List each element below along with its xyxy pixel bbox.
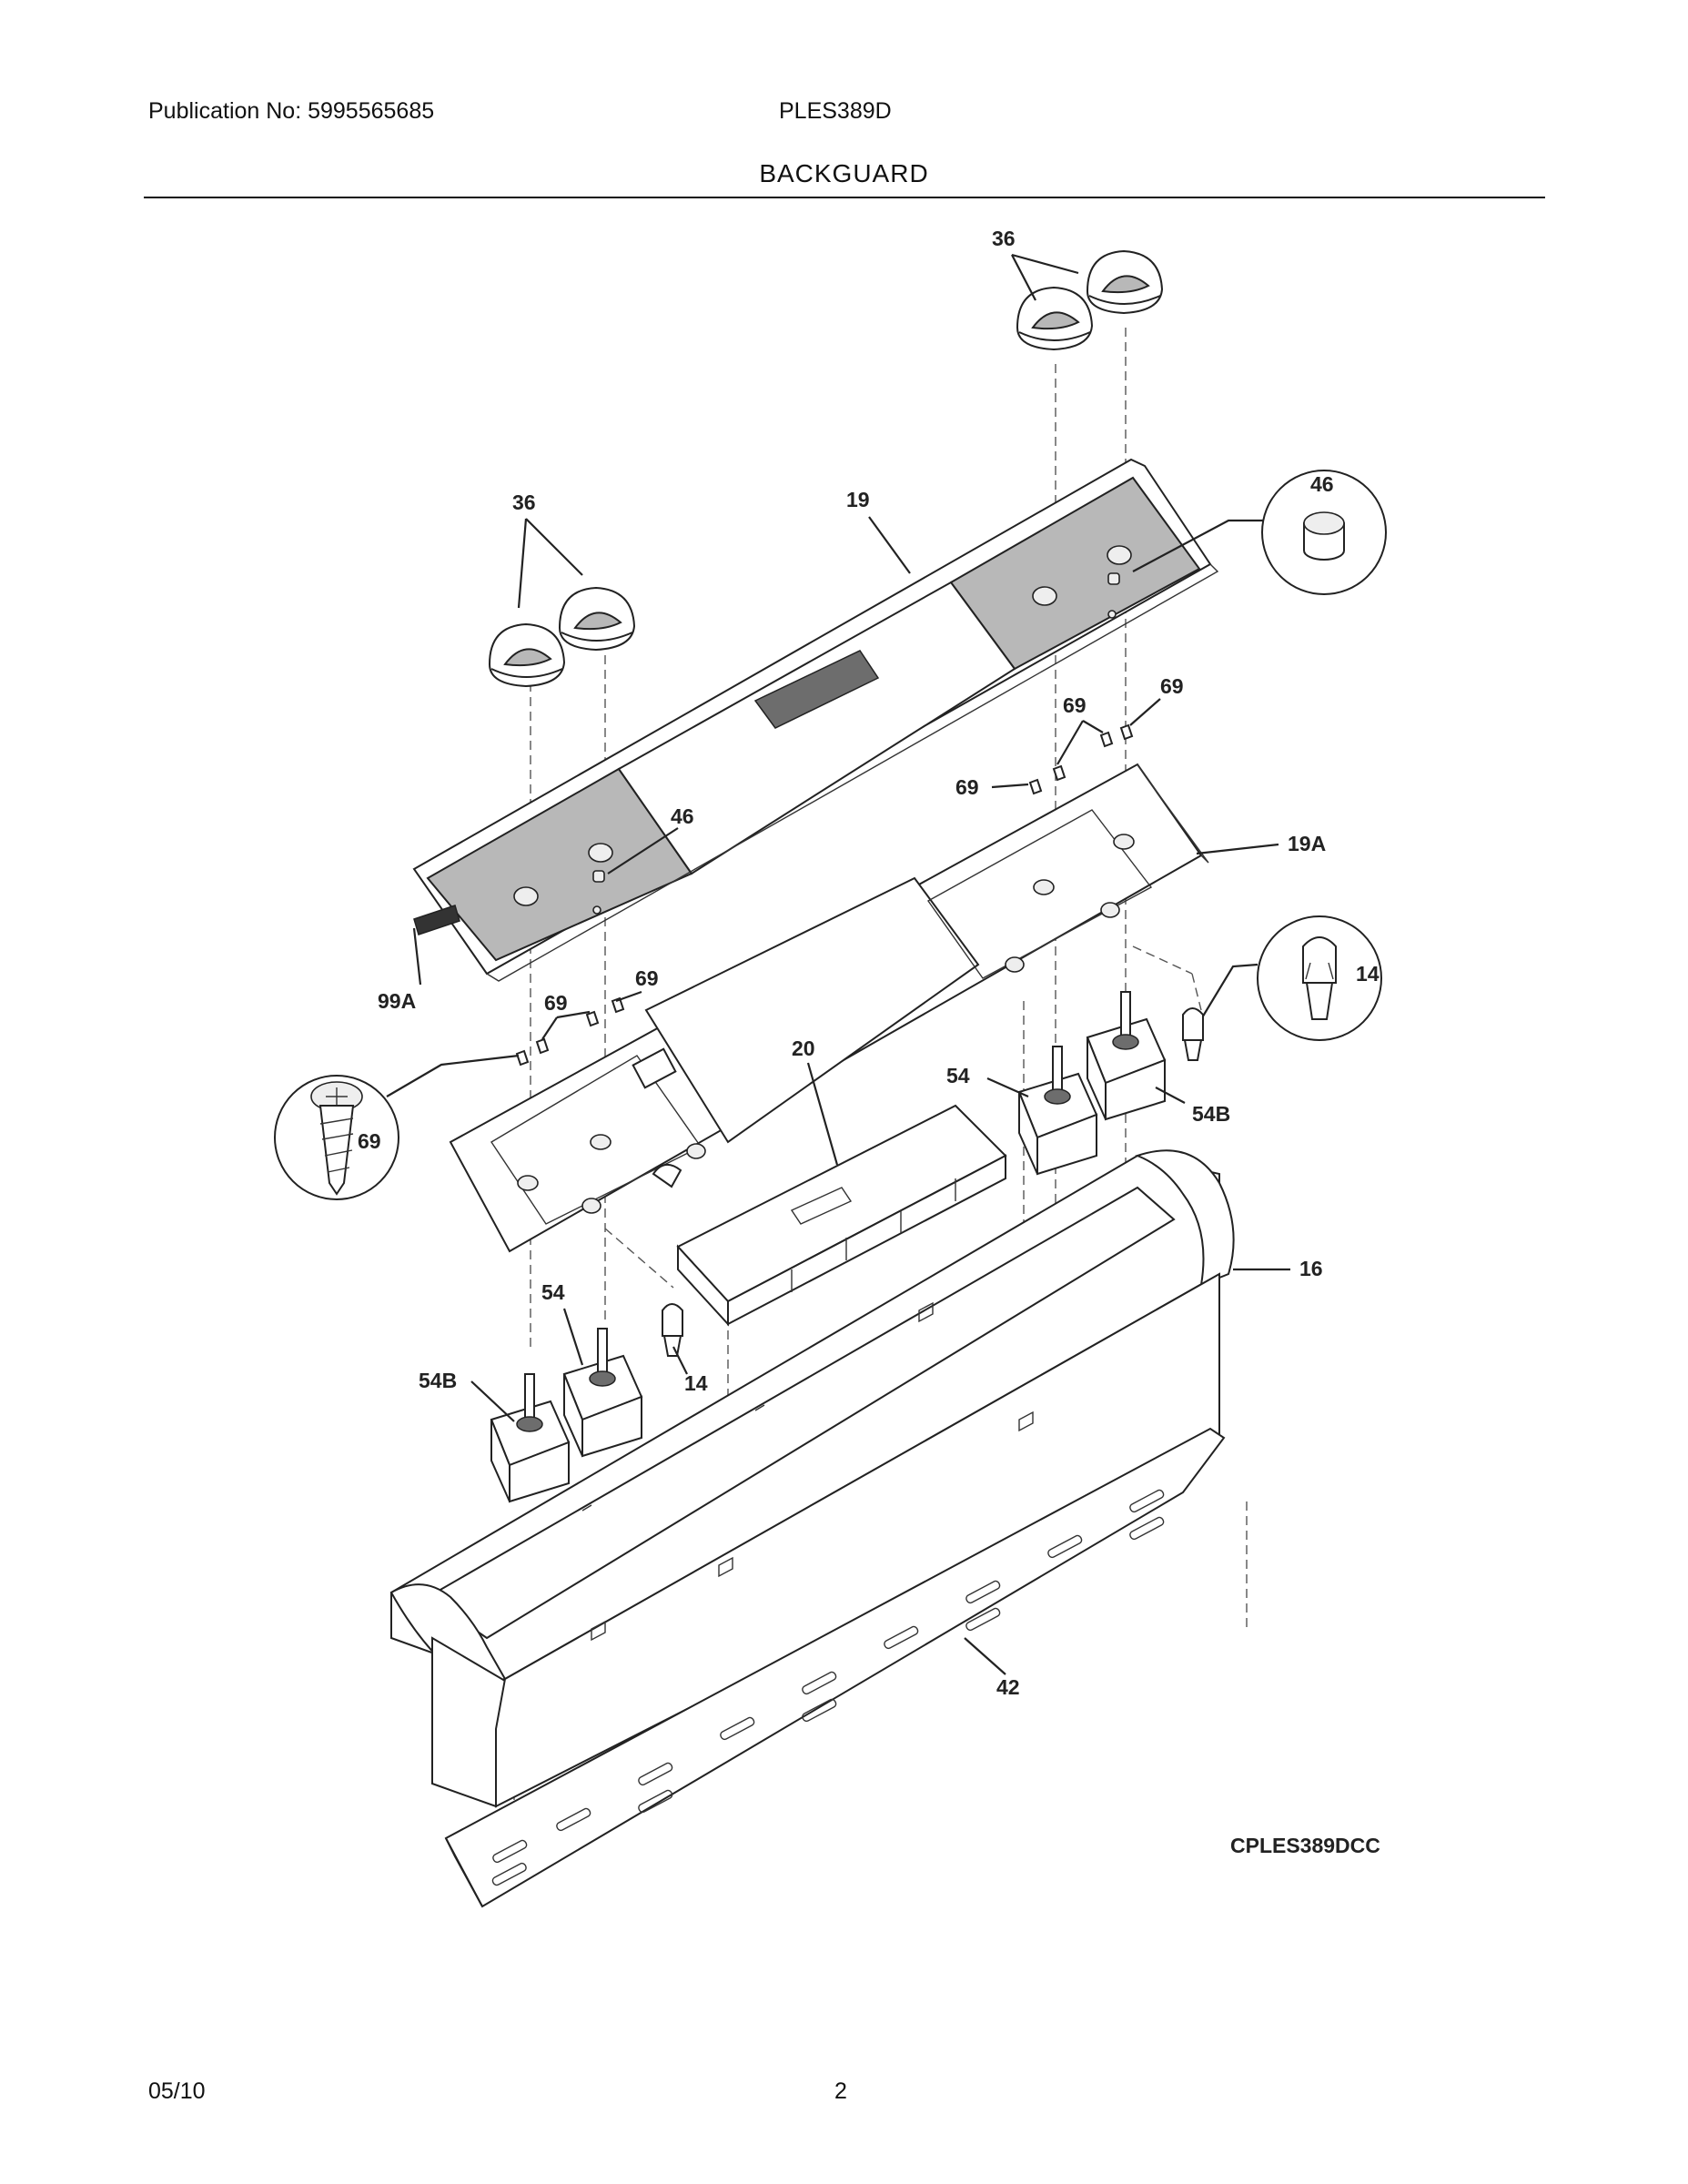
callout-panel: 19 xyxy=(846,488,870,511)
model-number: PLES389D xyxy=(779,98,892,124)
callout-switch-left-b: 54B xyxy=(419,1369,457,1392)
callout-screw-e: 69 xyxy=(635,966,659,990)
infinite-switch-left-b xyxy=(490,1373,571,1503)
lamp-detail-circle xyxy=(1257,915,1382,1041)
callout-screw-d: 69 xyxy=(544,991,568,1015)
callout-screw-b: 69 xyxy=(1063,693,1087,717)
page-title: BACKGUARD xyxy=(759,159,929,187)
callout-panel-back: 19A xyxy=(1288,832,1326,855)
infinite-switch-left xyxy=(562,1328,643,1458)
screws-lower xyxy=(515,996,625,1067)
electronic-control-board xyxy=(676,1104,1007,1327)
callout-backguard-frame: 16 xyxy=(1299,1257,1323,1280)
callout-button-detail: 46 xyxy=(1310,472,1334,496)
callout-vent-trim: 42 xyxy=(996,1675,1020,1699)
callout-screw-c: 69 xyxy=(955,775,979,799)
back-panel xyxy=(449,763,1209,1253)
callout-lamp-detail: 14 xyxy=(1356,962,1380,986)
title-rule xyxy=(144,197,1545,198)
ribbon-cable xyxy=(413,905,460,935)
vent-trim xyxy=(444,1427,1226,1908)
callout-switch-right-b: 54B xyxy=(1192,1102,1230,1126)
console-panel xyxy=(412,458,1219,982)
callout-switch-left: 54 xyxy=(541,1280,565,1304)
backguard-frame xyxy=(389,1149,1235,1808)
callout-button-small: 46 xyxy=(671,804,694,828)
screws-upper xyxy=(1028,723,1134,795)
callout-switch-right: 54 xyxy=(946,1064,970,1087)
callout-screw-a: 69 xyxy=(1160,674,1184,698)
callout-knob-right: 36 xyxy=(992,227,1016,250)
infinite-switch-right xyxy=(1017,1046,1098,1176)
callout-screw-detail: 69 xyxy=(358,1129,381,1153)
diagram-code: CPLES389DCC xyxy=(1230,1834,1380,1857)
infinite-switch-right-b xyxy=(1086,991,1167,1121)
screw-detail-circle xyxy=(274,1075,399,1200)
lamp-socket-right xyxy=(1182,1007,1204,1061)
lamp-socket-left xyxy=(662,1303,683,1357)
footer-date: 05/10 xyxy=(148,2078,206,2104)
callout-knob-left: 36 xyxy=(512,490,536,514)
knob-pair-right xyxy=(1016,249,1164,351)
callout-cable: 99A xyxy=(378,989,416,1013)
knob-pair-left xyxy=(488,586,636,688)
callout-lamp-small: 14 xyxy=(684,1371,708,1395)
publication-number: Publication No: 5995565685 xyxy=(148,98,435,124)
button-detail-circle xyxy=(1261,470,1387,595)
callout-control-board: 20 xyxy=(792,1036,815,1060)
page-number: 2 xyxy=(834,2078,847,2104)
